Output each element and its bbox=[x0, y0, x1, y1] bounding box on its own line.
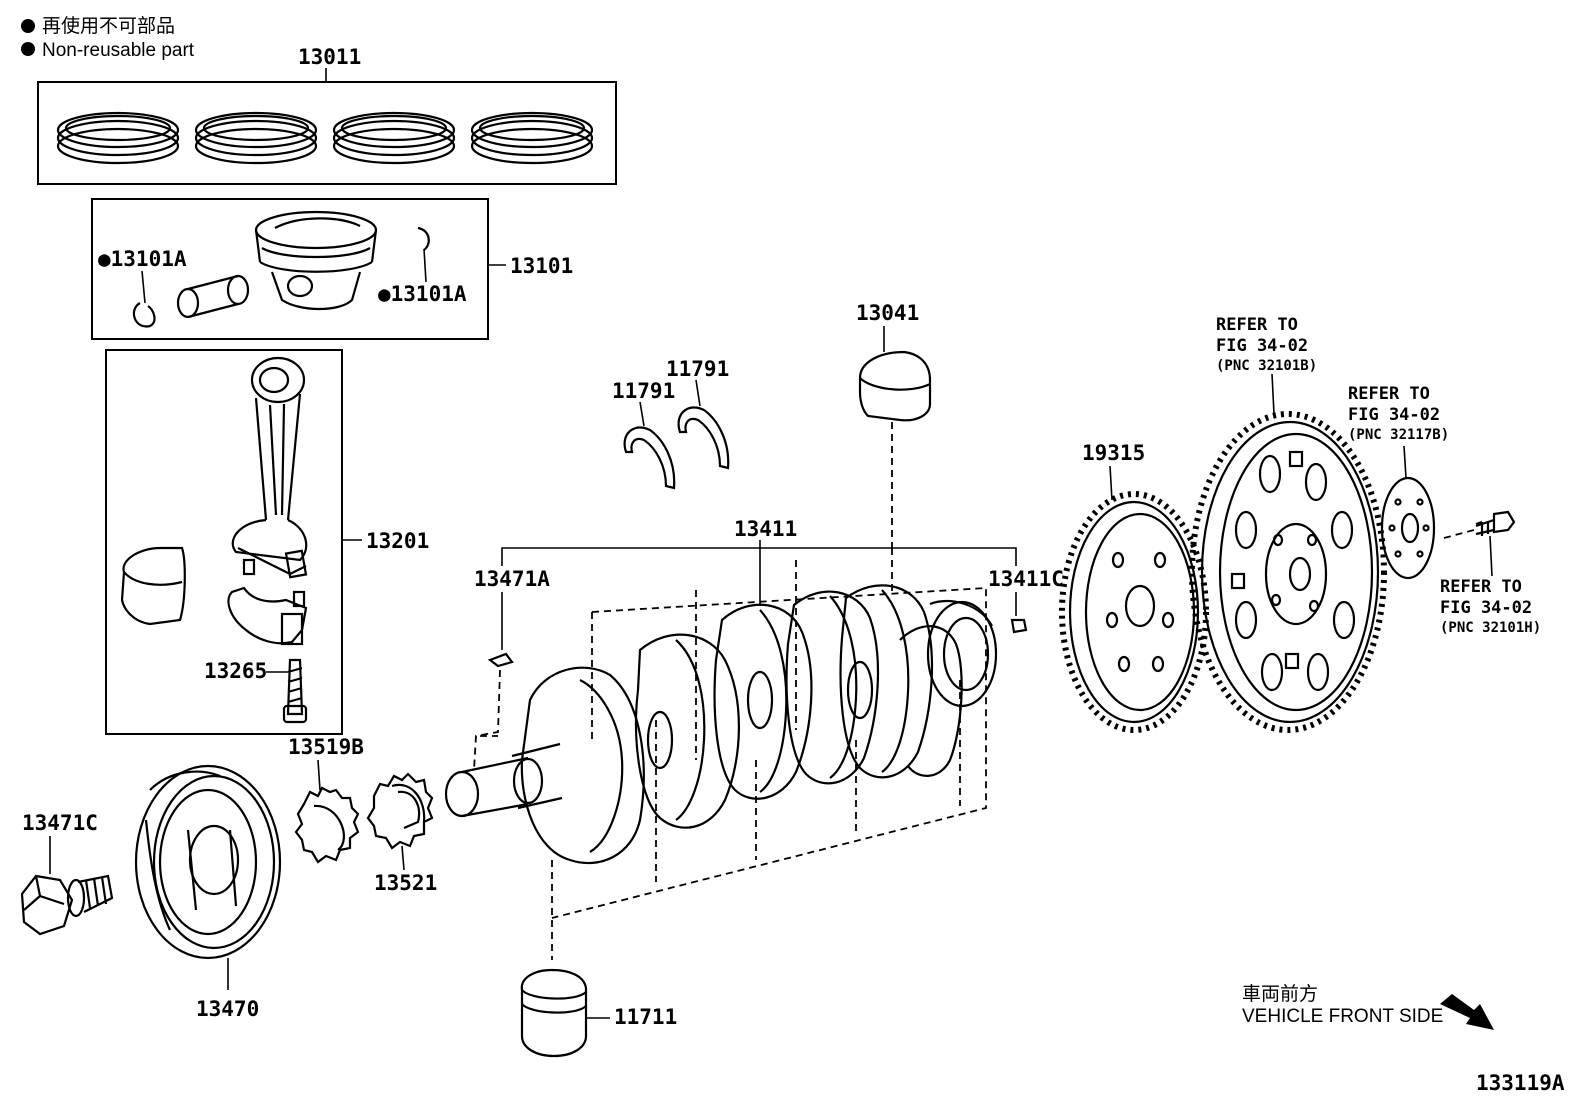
part-label-13519B: 13519B bbox=[288, 735, 364, 759]
crankshaft-pulley[interactable]: 13470 bbox=[134, 764, 282, 1021]
refer-line: (PNC 32101H) bbox=[1440, 620, 1541, 636]
refer-line: REFER TO bbox=[1348, 384, 1430, 404]
pulley-bolt[interactable]: 13471C bbox=[20, 811, 114, 936]
direction-en: VEHICLE FRONT SIDE bbox=[1242, 1006, 1443, 1027]
part-label-13411: 13411 bbox=[734, 517, 797, 541]
refer-line: (PNC 32117B) bbox=[1348, 427, 1449, 443]
refer-line: FIG 34-02 bbox=[1216, 336, 1308, 356]
timing-sprocket-parts[interactable]: 13519B 13521 bbox=[288, 735, 437, 895]
drive-plate[interactable] bbox=[1189, 373, 1387, 733]
drive-plate-bolt[interactable] bbox=[1443, 510, 1516, 577]
refer-line: (PNC 32101B) bbox=[1216, 358, 1317, 374]
part-label-13265: 13265 bbox=[204, 659, 267, 683]
vehicle-front-indicator: 車両前方 VEHICLE FRONT SIDE bbox=[1242, 983, 1494, 1030]
non-reusable-bullet-icon bbox=[21, 19, 35, 33]
figure-code: 133119A bbox=[1476, 1071, 1565, 1095]
refer-line: FIG 34-02 bbox=[1440, 598, 1532, 618]
part-label-13471A: 13471A bbox=[474, 567, 550, 591]
piston-sub-assembly[interactable]: 13101 ●13101A ●13101A bbox=[91, 198, 573, 340]
part-label-13201: 13201 bbox=[366, 529, 429, 553]
direction-jp: 車両前方 bbox=[1242, 983, 1318, 1005]
crank-angle-sensor-plate[interactable]: 19315 bbox=[1059, 441, 1209, 733]
crankshaft[interactable]: 13411 13471A 13411C bbox=[444, 517, 1064, 960]
part-label-13041: 13041 bbox=[856, 301, 919, 325]
drive-plate-spacer[interactable] bbox=[1380, 445, 1436, 580]
refer-note-1: REFER TO FIG 34-02 (PNC 32101B) bbox=[1216, 315, 1317, 374]
refer-note-3: REFER TO FIG 34-02 (PNC 32101H) bbox=[1440, 577, 1541, 636]
part-label-13521: 13521 bbox=[374, 871, 437, 895]
part-label-13470: 13470 bbox=[196, 997, 259, 1021]
part-label-13101A-right: ●13101A bbox=[378, 282, 467, 306]
refer-note-2: REFER TO FIG 34-02 (PNC 32117B) bbox=[1348, 384, 1449, 443]
legend-jp: 再使用不可部品 bbox=[42, 15, 175, 37]
crank-pin-bearing[interactable]: 13041 bbox=[856, 301, 932, 548]
non-reusable-bullet-icon bbox=[21, 42, 35, 56]
legend-en: Non-reusable part bbox=[42, 40, 195, 61]
part-label-13101A-left: ●13101A bbox=[98, 247, 187, 271]
part-label-11791-left: 11791 bbox=[612, 379, 675, 403]
part-label-13101: 13101 bbox=[510, 254, 573, 278]
refer-line: REFER TO bbox=[1440, 577, 1522, 597]
piston-ring-set[interactable]: 13011 bbox=[37, 45, 617, 185]
part-label-11711: 11711 bbox=[614, 1005, 677, 1029]
front-arrow-icon bbox=[1440, 994, 1494, 1030]
refer-line: REFER TO bbox=[1216, 315, 1298, 335]
refer-line: FIG 34-02 bbox=[1348, 405, 1440, 425]
connecting-rod-assembly[interactable]: 13201 13265 bbox=[105, 349, 429, 735]
part-label-13011: 13011 bbox=[298, 45, 361, 69]
part-label-13411C: 13411C bbox=[988, 567, 1064, 591]
legend: 再使用不可部品 Non-reusable part bbox=[21, 15, 195, 61]
part-label-13471C: 13471C bbox=[22, 811, 98, 835]
thrust-washers[interactable]: 11791 11791 bbox=[612, 357, 730, 490]
main-bearing[interactable]: 11711 bbox=[520, 968, 677, 1058]
part-label-11791-right: 11791 bbox=[666, 357, 729, 381]
part-label-19315: 19315 bbox=[1082, 441, 1145, 465]
